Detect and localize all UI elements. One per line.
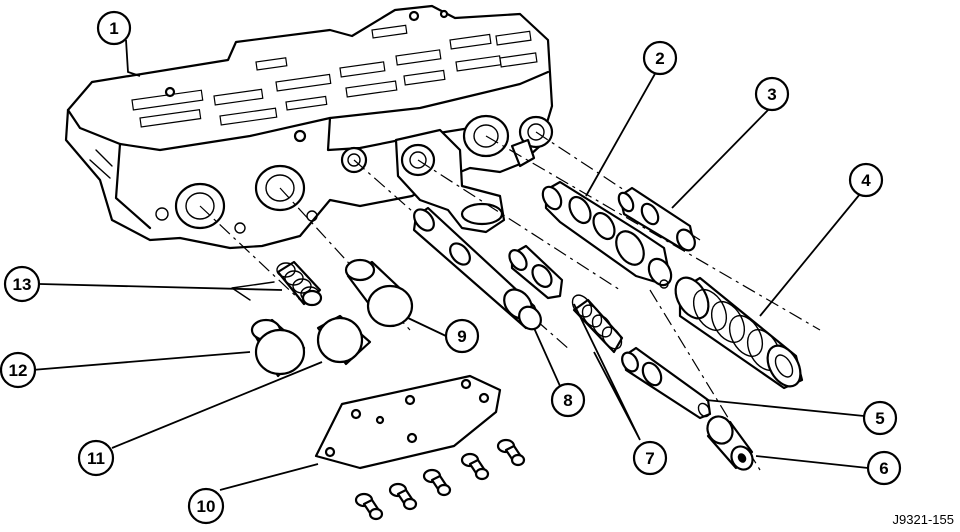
- callout-1: 1: [96, 10, 132, 46]
- callout-12: 12: [0, 351, 37, 389]
- leader-3: [671, 107, 771, 209]
- leader-10: [219, 463, 319, 491]
- screw: [496, 438, 526, 467]
- valve-body: [64, 4, 554, 250]
- screw: [388, 482, 418, 511]
- leader-lines: [31, 39, 869, 491]
- valve-3: [617, 186, 696, 252]
- leader-6: [755, 455, 869, 469]
- leader-9: [407, 317, 447, 337]
- callout-8-label: 8: [563, 391, 572, 410]
- plunger-5: [621, 346, 712, 420]
- callouts: 1 2 3 4 5 6 7 8: [0, 10, 902, 525]
- valve-and-spring-7: [508, 244, 624, 354]
- callout-13: 13: [3, 265, 41, 303]
- callout-4: 4: [848, 162, 884, 198]
- leader-4: [759, 193, 861, 317]
- callout-2: 2: [642, 40, 678, 76]
- callout-10: 10: [187, 487, 225, 525]
- callout-7: 7: [632, 440, 668, 476]
- callout-12-label: 12: [9, 361, 28, 380]
- callout-6: 6: [866, 450, 902, 486]
- callout-2-label: 2: [655, 49, 664, 68]
- callout-1-label: 1: [109, 19, 118, 38]
- leader-1: [125, 39, 141, 77]
- cover-screws: [354, 438, 526, 521]
- callout-10-label: 10: [197, 497, 216, 516]
- screw: [354, 492, 384, 521]
- piston-12: [250, 318, 306, 378]
- piston-9: [344, 258, 414, 328]
- callout-3: 3: [754, 76, 790, 112]
- leader-8: [533, 327, 561, 387]
- callout-4-label: 4: [861, 171, 871, 190]
- callout-11: 11: [77, 439, 115, 477]
- leader-2: [585, 71, 657, 197]
- leader-5: [705, 399, 865, 417]
- leader-11: [111, 361, 323, 449]
- cover-plate-10: [314, 374, 502, 470]
- spring-13: [276, 260, 323, 307]
- valve-spool-2: [541, 180, 673, 289]
- rod-valve-8: [412, 206, 542, 331]
- sleeve-6: [706, 415, 754, 471]
- callout-9: 9: [444, 318, 480, 354]
- callout-8: 8: [550, 382, 586, 418]
- callout-6-label: 6: [879, 459, 888, 478]
- callout-9-label: 9: [457, 327, 466, 346]
- plug-11: [316, 314, 372, 366]
- callout-3-label: 3: [767, 85, 776, 104]
- screw: [460, 452, 490, 481]
- callout-11-label: 11: [87, 449, 105, 468]
- callout-5: 5: [862, 400, 898, 436]
- spring-4: [674, 276, 804, 390]
- callout-5-label: 5: [875, 409, 884, 428]
- callout-7-label: 7: [645, 449, 654, 468]
- leader-12: [31, 351, 251, 371]
- callout-13-label: 13: [13, 275, 32, 294]
- figure-id-label: J9321-155: [893, 512, 954, 527]
- leader-7: [573, 303, 641, 441]
- screw: [422, 468, 452, 497]
- leader-13: [39, 283, 283, 291]
